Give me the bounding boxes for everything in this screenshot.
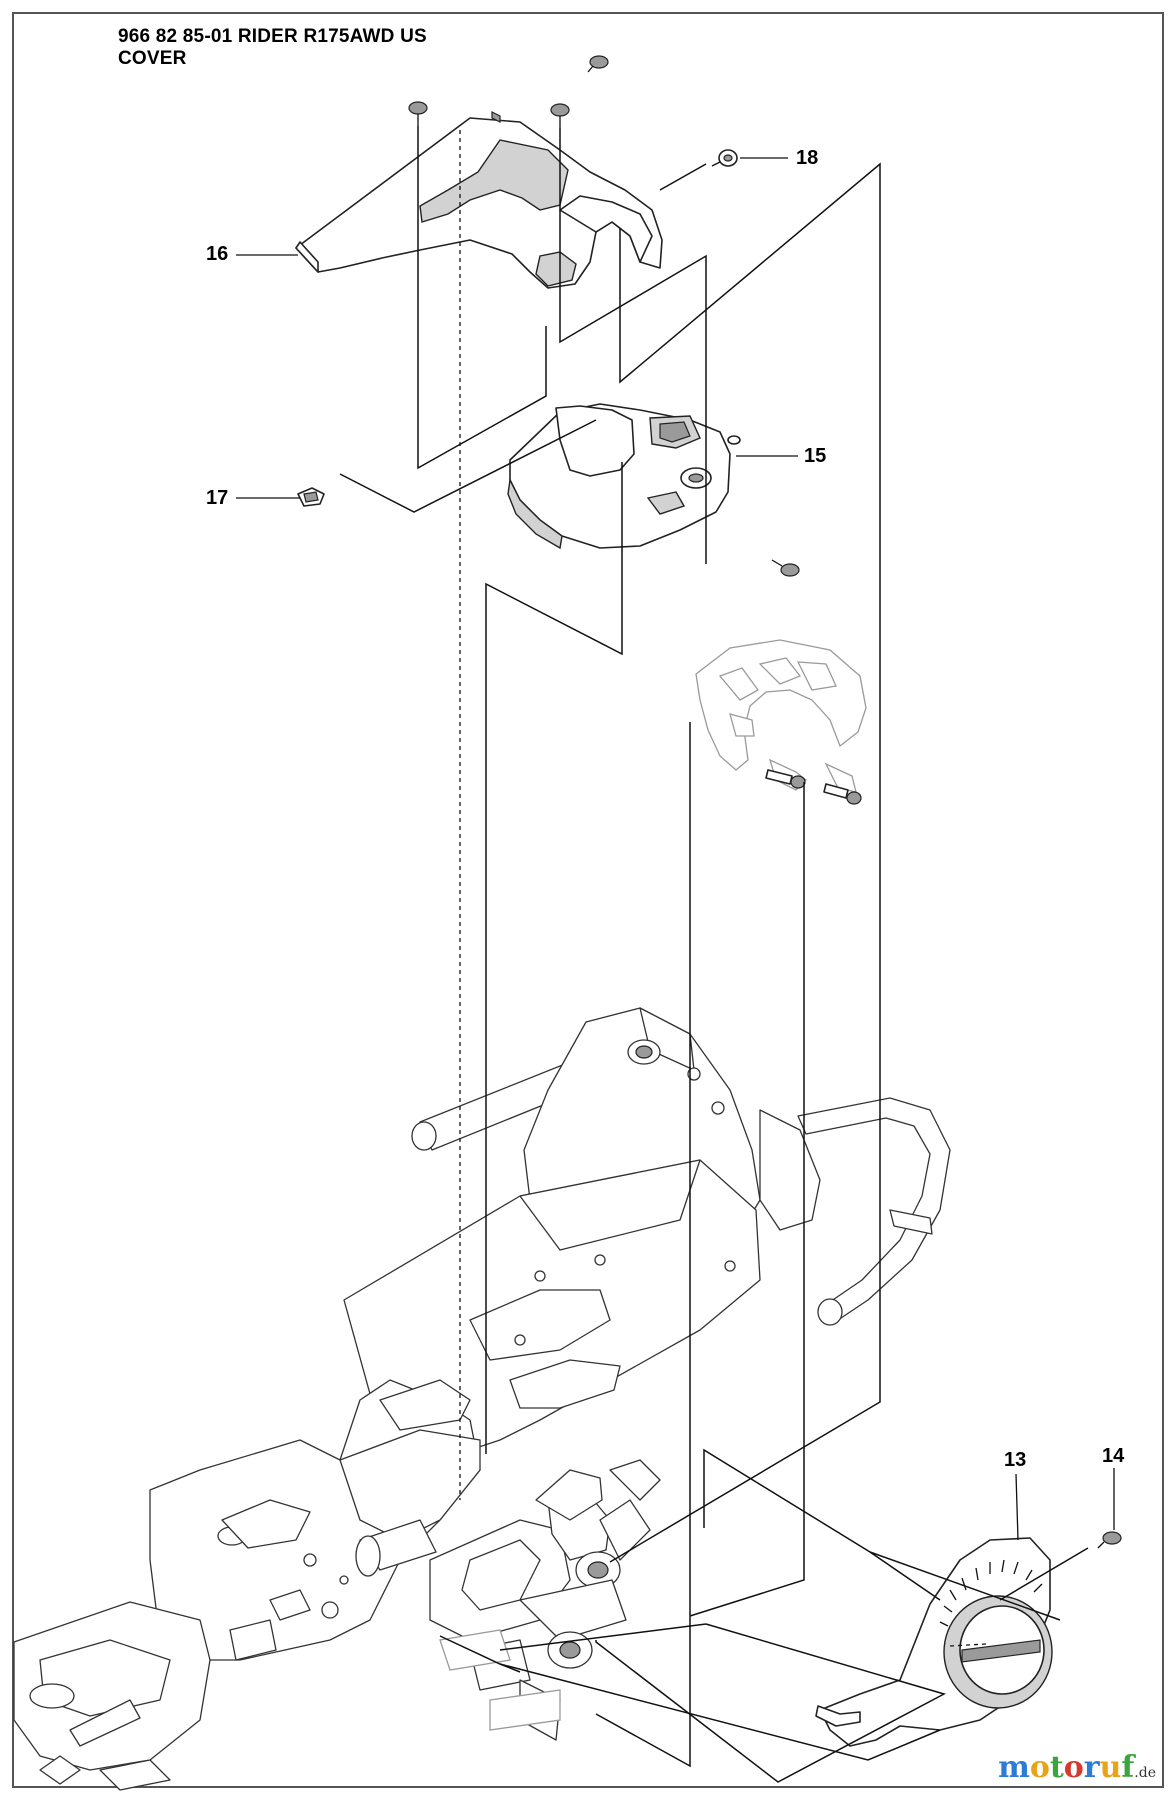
brand-letter-7: f (1121, 1750, 1135, 1785)
brand-letter-6: u (1099, 1750, 1122, 1785)
steering-bracket-reference (695, 639, 867, 793)
drawing-part-number-title: 966 82 85-01 RIDER R175AWD US (118, 26, 427, 47)
part-15-lower-cover (507, 403, 741, 550)
brand-letter-3: t (1049, 1750, 1064, 1785)
callout-leaders (236, 157, 1115, 1541)
part-16-upper-cover (295, 111, 663, 289)
callout-18: 18 (796, 147, 819, 169)
dial-cover-ribs (939, 1559, 1043, 1627)
bracket-bolts (765, 769, 862, 805)
part-18-nut (711, 149, 738, 167)
part-13-dial-cover (815, 1537, 1053, 1747)
callout-15: 15 (804, 445, 827, 467)
callout-16: 16 (206, 243, 229, 265)
brand-suffix: .de (1134, 1765, 1156, 1781)
callout-14: 14 (1102, 1445, 1125, 1467)
fasteners (297, 55, 1122, 1549)
brand-letter-1: m (998, 1750, 1030, 1785)
brand-watermark: motoruf.de (998, 1751, 1156, 1790)
tractor-frame-reference (13, 1007, 951, 1791)
drawing-section-title: COVER (118, 48, 187, 69)
brand-letter-4: o (1063, 1750, 1084, 1785)
screw-top-1 (587, 55, 609, 73)
drawing-header: 966 82 85-01 RIDER R175AWD US COVER (118, 26, 427, 70)
part-17-clip (297, 487, 325, 507)
callout-17: 17 (206, 487, 229, 509)
screw-top-2 (408, 101, 428, 126)
screw-top-3 (550, 103, 570, 128)
screw-lower-cover (771, 559, 800, 577)
callout-13: 13 (1004, 1449, 1027, 1471)
assembly-guide-lines (339, 126, 1089, 1783)
brand-letter-2: o (1029, 1750, 1050, 1785)
part-14-screw (1097, 1531, 1122, 1549)
brand-letter-5: r (1083, 1750, 1100, 1785)
